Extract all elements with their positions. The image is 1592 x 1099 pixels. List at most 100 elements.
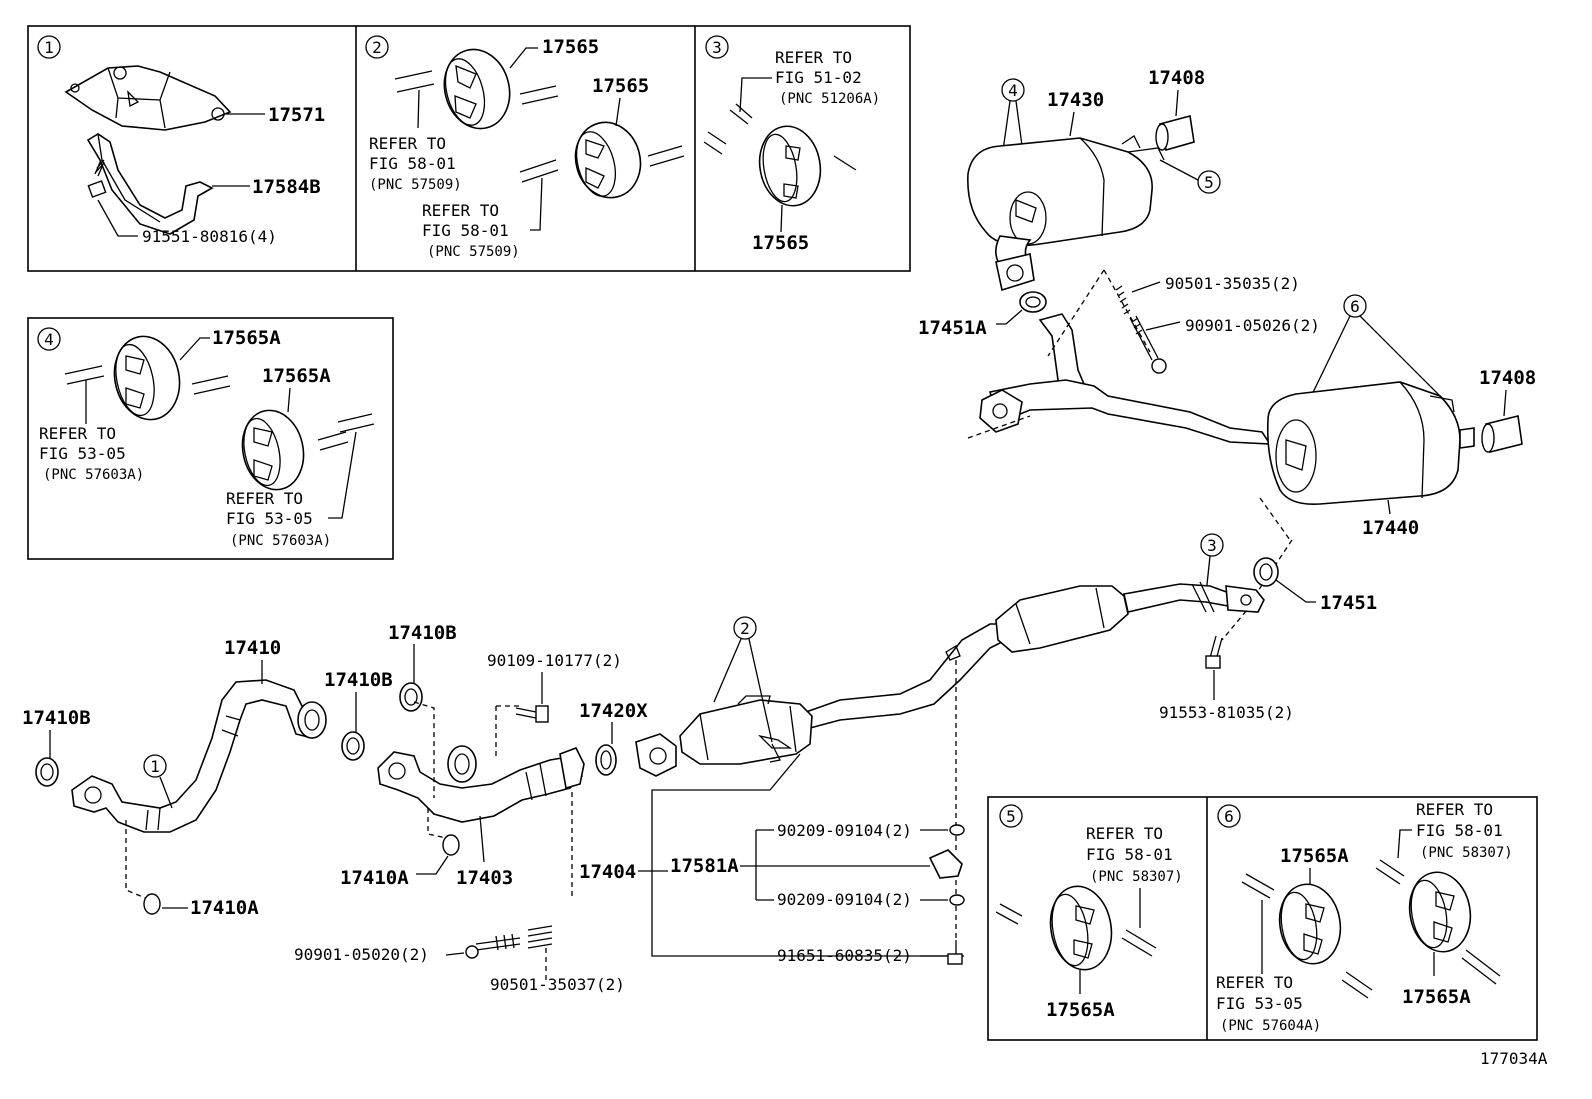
nut-17410A-drawing-a [143,893,161,915]
svg-text:5: 5 [1204,173,1214,192]
ref-text-box4-a-line2: FIG 53-05 [39,444,126,463]
label-17403: 17403 [456,867,513,889]
label-17584B: 17584B [252,176,321,198]
hanger-17565-drawing-b [519,121,685,199]
label-17451A: 17451A [918,317,987,339]
detail-box-5-6 [987,796,1538,1041]
label-17410: 17410 [224,637,281,659]
callout-5-box: 5 [999,804,1023,828]
label-17565-a: 17565 [542,36,599,58]
ref-text-box6-a-line1: REFER TO [1416,800,1493,819]
ref-text-box2-a-line2: FIG 58-01 [369,154,456,173]
label-17581A: 17581A [670,855,739,877]
label-17440: 17440 [1362,517,1419,539]
bolt-90901-05020-drawing [465,933,521,959]
label-17565A-e: 17565A [1402,986,1471,1008]
callout-4-box: 4 [37,327,61,351]
ref-text-box2-b-line2: FIG 58-01 [422,221,509,240]
spring-90501-35037-drawing [527,925,553,949]
callout-6-box: 6 [1217,804,1241,828]
hanger-17565A-drawing-e [1375,859,1501,985]
label-90209-09104-a: 90209-09104(2) [777,821,912,840]
tail-tip-17408-drawing-a [1155,114,1195,152]
gasket-17410B-drawing-a [35,757,59,787]
label-17565-b: 17565 [592,75,649,97]
bracket-17571-drawing [64,65,232,131]
hanger-17565-drawing-a [394,48,559,130]
ref-text-box6-a-line2: FIG 58-01 [1416,821,1503,840]
ref-text-box5-line2: FIG 58-01 [1086,845,1173,864]
hanger-17565A-drawing-a [64,335,231,421]
label-17404: 17404 [579,861,636,883]
ref-text-box2-a-line1: REFER TO [369,134,446,153]
label-17565A-d: 17565A [1280,845,1349,867]
bolt-90901-05026-drawing [1129,315,1167,374]
band-17584B-drawing [86,133,214,235]
center-pipe-17404-drawing [635,581,1265,777]
label-90501-35035: 90501-35035(2) [1165,274,1300,293]
ref-text-box6-b-line1: REFER TO [1216,973,1293,992]
callout-3-box: 3 [705,35,729,59]
gasket-17451-drawing [1253,557,1279,587]
svg-text:5: 5 [1006,807,1016,826]
hanger-17565-drawing-c [703,103,857,207]
ref-text-box4-a-line3: (PNC 57603A) [43,467,144,483]
figure-id: 177034A [1480,1049,1548,1068]
svg-text:1: 1 [44,38,54,57]
ref-text-box6-b-line2: FIG 53-05 [1216,994,1303,1013]
ref-text-box3-line3: (PNC 51206A) [779,91,880,107]
label-17430: 17430 [1047,89,1104,111]
label-17408-b: 17408 [1479,367,1536,389]
svg-text:3: 3 [712,38,722,57]
label-17408-a: 17408 [1148,67,1205,89]
detail-box-4 [27,317,394,560]
svg-text:3: 3 [1207,536,1217,555]
label-91553-81035: 91553-81035(2) [1159,703,1294,722]
tailpipe-17440-drawing [979,313,1475,506]
label-17451: 17451 [1320,592,1377,614]
bolt-91553-drawing [1205,635,1223,669]
label-90901-05026: 90901-05026(2) [1185,316,1320,335]
callout-2-box: 2 [365,35,389,59]
label-17410B-b: 17410B [324,669,393,691]
callout-1-main: 1 [143,754,173,809]
sub-muffler-17430-drawing [967,135,1165,292]
callout-2-main: 2 [713,616,773,743]
gasket-17410B-drawing-c [399,682,423,712]
label-17565A-a: 17565A [212,327,281,349]
label-17410A-b: 17410A [340,867,409,889]
svg-text:2: 2 [372,38,382,57]
spring-90501-35035-drawing [1115,285,1131,315]
front-pipe-17410-drawing [71,679,327,833]
svg-text:6: 6 [1350,297,1360,316]
label-17410B-a: 17410B [22,707,91,729]
label-90209-09104-b: 90209-09104(2) [777,890,912,909]
label-17565A-c: 17565A [1046,999,1115,1021]
ref-text-box4-b-line3: (PNC 57603A) [230,533,331,549]
label-17410A-a: 17410A [190,897,259,919]
ref-text-box3-line1: REFER TO [775,48,852,67]
label-91651-60835: 91651-60835(2) [777,946,912,965]
callout-5-main: 5 [1197,170,1221,194]
hanger-17565A-drawing-b [241,409,375,491]
label-90501-35037: 90501-35037(2) [490,975,625,994]
label-17420X: 17420X [579,700,648,722]
gasket-17451A-drawing [1019,291,1047,313]
detail-box-1-2-3 [27,25,911,272]
label-90109-10177: 90109-10177(2) [487,651,622,670]
label-91551-80816: 91551-80816(4) [142,227,277,246]
callout-1-box: 1 [37,35,61,59]
ref-text-box2-b-line1: REFER TO [422,201,499,220]
label-17571: 17571 [268,104,325,126]
ref-text-box5-line1: REFER TO [1086,824,1163,843]
ref-text-box3-line2: FIG 51-02 [775,68,862,87]
hanger-17565A-drawing-c [995,885,1157,971]
svg-text:1: 1 [150,757,160,776]
bolt-90109-drawing [515,705,549,723]
sensor-17581A-drawing [928,824,965,965]
ref-text-box2-a-line3: (PNC 57509) [369,177,462,193]
gasket-17420X-drawing [595,744,617,776]
ref-text-box6-a-line3: (PNC 58307) [1420,845,1513,861]
svg-text:4: 4 [1008,81,1018,100]
